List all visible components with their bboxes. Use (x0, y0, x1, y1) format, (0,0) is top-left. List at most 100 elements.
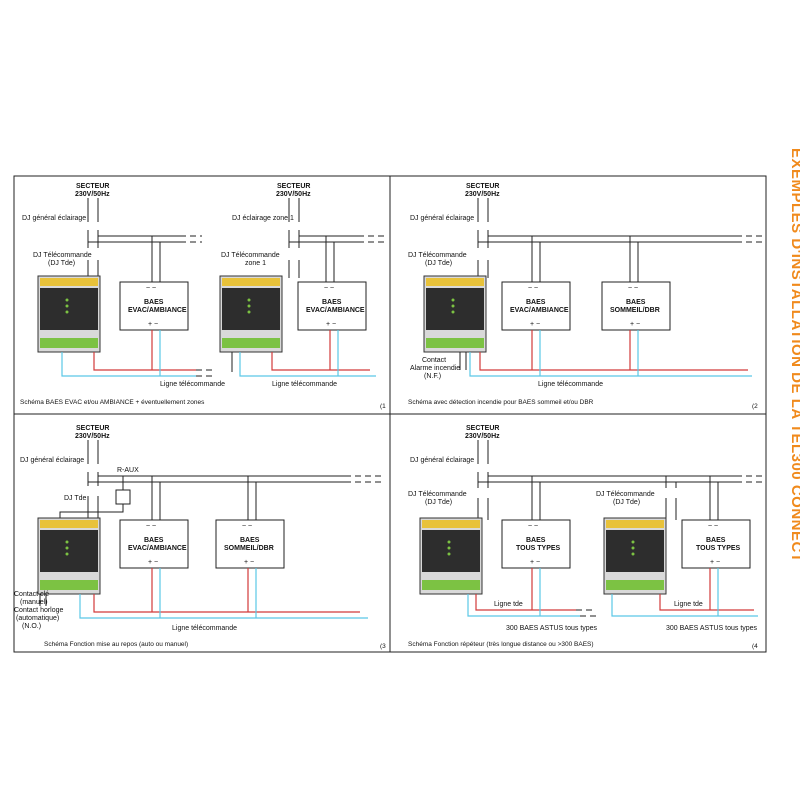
supply-wire (87, 440, 99, 520)
ac-label: ~ ~ (242, 523, 252, 530)
baes-type-label: EVAC/AMBIANCE (128, 545, 187, 552)
bus-continuation (345, 475, 384, 483)
secteur-label: SECTEUR (466, 183, 499, 190)
dj-tde-label: (DJ Tde) (425, 260, 452, 267)
tel300-module (219, 275, 283, 353)
zone1-label: zone 1 (245, 260, 266, 267)
tel300-module (37, 275, 101, 353)
dj-telecommande-label: DJ Télécommande (408, 252, 467, 259)
baes-label: BAES (144, 299, 164, 306)
cyan-wire (469, 330, 752, 377)
contact-label: Contact (422, 357, 446, 364)
panel-caption: Schéma Fonction mise au repos (auto ou m… (44, 641, 188, 648)
cyan-wire (467, 568, 758, 617)
bus-wire (88, 235, 180, 243)
baes-box (501, 519, 571, 569)
baes-type-label: EVAC/AMBIANCE (510, 307, 569, 314)
baes-label: BAES (144, 537, 164, 544)
dj-telecommande-label: DJ Télécommande (33, 252, 92, 259)
panel-number: (1 (380, 403, 386, 410)
drop-wire (151, 476, 257, 520)
panel-1: SECTEUR 230V/50Hz SECTEUR 230V/50Hz DJ g… (20, 183, 386, 410)
panel-4: SECTEUR 230V/50Hz DJ général éclairage D… (408, 425, 762, 650)
drop-wire (151, 236, 335, 282)
contact-wire (459, 352, 467, 370)
tel300-module (37, 517, 101, 595)
dj-telecommande-label: DJ Télécommande (221, 252, 280, 259)
dc-label: + − (148, 559, 158, 566)
baes-label: BAES (626, 299, 646, 306)
dc-label: + − (630, 321, 640, 328)
contact-wire (39, 594, 47, 606)
red-wire (475, 568, 754, 611)
secteur-label: SECTEUR (466, 425, 499, 432)
voltage-label: 230V/50Hz (276, 191, 311, 198)
dj-tde-label: (DJ Tde) (48, 260, 75, 267)
panel-3: SECTEUR 230V/50Hz DJ général éclairage D… (14, 425, 386, 650)
baes-box (501, 281, 571, 331)
red-wire (93, 330, 370, 371)
ac-label: ~ ~ (708, 523, 718, 530)
drop-wire (531, 476, 719, 520)
secteur-label: SECTEUR (277, 183, 310, 190)
bus-continuation (736, 475, 762, 483)
raux-label: R-AUX (117, 467, 139, 474)
secteur-label: SECTEUR (76, 183, 109, 190)
contact-label: Contact clé (14, 591, 49, 598)
baes-type-label: EVAC/AMBIANCE (128, 307, 187, 314)
side-title: EXEMPLES D'INSTALLATION DE LA TEL300 CON… (788, 148, 800, 563)
dc-label: + − (530, 321, 540, 328)
baes-label: BAES (706, 537, 726, 544)
baes-label: BAES (322, 299, 342, 306)
ac-label: ~ ~ (146, 285, 156, 292)
baes-box (601, 281, 671, 331)
baes-type-label: TOUS TYPES (516, 545, 561, 552)
panel-number: (4 (752, 643, 758, 650)
red-wire (93, 568, 360, 613)
dc-label: + − (244, 559, 254, 566)
baes300-label: 300 BAES ASTUS tous types (666, 625, 758, 632)
dc-label: + − (326, 321, 336, 328)
supply-wire (87, 198, 99, 278)
voltage-label: 230V/50Hz (75, 191, 110, 198)
ac-label: ~ ~ (528, 285, 538, 292)
ligne-label: Ligne télécommande (538, 381, 603, 388)
cyan-wire (79, 568, 368, 619)
tel300-module (423, 275, 487, 353)
dj-telecommande-label: DJ Télécommande (596, 491, 655, 498)
panel-number: (2 (752, 403, 758, 410)
panel-caption: Schéma BAES EVAC et/ou AMBIANCE + éventu… (20, 399, 205, 406)
ligne-label: Ligne télécommande (272, 381, 337, 388)
red-wire (479, 330, 748, 371)
baes-label: BAES (526, 299, 546, 306)
contact-label: (automatique) (16, 615, 59, 622)
baes-label: BAES (526, 537, 546, 544)
ac-label: ~ ~ (628, 285, 638, 292)
dj-tde-label: (DJ Tde) (613, 499, 640, 506)
supply-wire (477, 440, 489, 520)
baes-type-label: TOUS TYPES (696, 545, 741, 552)
ac-label: ~ ~ (324, 285, 334, 292)
panel-caption: Schéma avec détection incendie pour BAES… (408, 399, 594, 406)
panel-number: (3 (380, 643, 386, 650)
dc-label: + − (530, 559, 540, 566)
bus-continuation (736, 235, 762, 243)
panel-caption: Schéma Fonction répéteur (très longue di… (408, 641, 594, 648)
ligne-label: Ligne tde (674, 601, 703, 608)
baes-box (681, 519, 751, 569)
contact-label: (N.O.) (22, 623, 41, 630)
dj-zone1-label: DJ éclairage zone 1 (232, 215, 294, 222)
raux-relay (115, 489, 131, 505)
baes-box (297, 281, 367, 331)
contact-label: (manuel) (20, 599, 48, 606)
ligne-label: Ligne télécommande (160, 381, 225, 388)
bus-wire (289, 235, 358, 243)
ac-label: ~ ~ (146, 523, 156, 530)
voltage-label: 230V/50Hz (465, 433, 500, 440)
dj-tde-label: (DJ Tde) (425, 499, 452, 506)
dj-general-label: DJ général éclairage (20, 457, 84, 464)
dc-label: + − (148, 321, 158, 328)
dj-general-label: DJ général éclairage (22, 215, 86, 222)
tel300-module (419, 517, 483, 595)
baes-label: BAES (240, 537, 260, 544)
